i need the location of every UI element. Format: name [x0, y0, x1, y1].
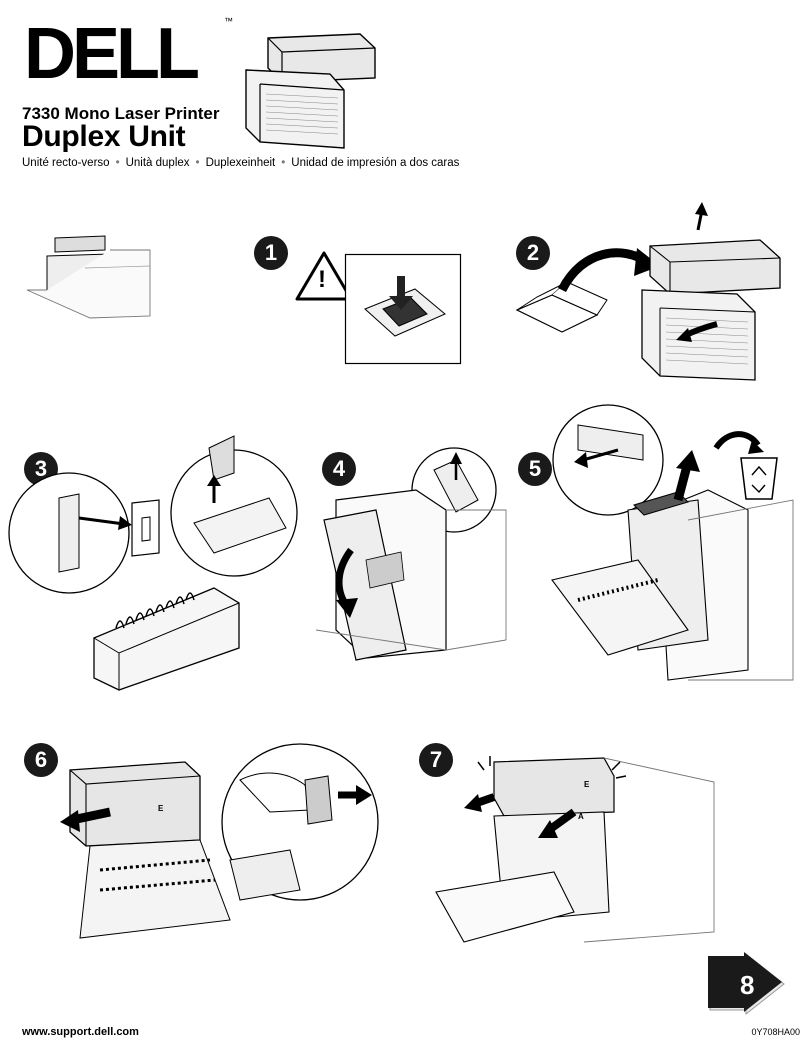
- step-1-power-switch-illustration: [344, 253, 462, 365]
- translation-es: Unidad de impresión a dos caras: [291, 157, 460, 169]
- logo-text: DELL: [24, 18, 198, 88]
- translation-de: Duplexeinheit: [205, 157, 276, 169]
- step-1-number: 1: [254, 236, 288, 270]
- step-6-insert-duplex-illustration: [60, 743, 379, 939]
- step-7-close-door-illustration: [435, 756, 715, 943]
- translation-fr: Unité recto-verso: [22, 157, 110, 169]
- warning-triangle-icon: [295, 251, 353, 301]
- separator: •: [195, 157, 200, 169]
- trademark: ™: [224, 16, 233, 26]
- step-3-remove-tape-illustration: [8, 435, 298, 691]
- separator: •: [115, 157, 120, 169]
- door-label-a: A: [578, 812, 584, 821]
- recycle-bin-icon: [740, 457, 778, 500]
- step-4-number: 4: [322, 452, 356, 486]
- translations: Unité recto-verso • Unità duplex • Duplexein…: [22, 157, 459, 169]
- duplex-unit-header-illustration: [245, 33, 376, 149]
- translation-it: Unità duplex: [125, 157, 190, 169]
- next-page-number[interactable]: 8: [740, 970, 755, 1000]
- dell-logo: DELL: [22, 18, 237, 88]
- model-name: 7330 Mono Laser Printer: [22, 104, 220, 123]
- warning-symbol: !: [318, 266, 326, 293]
- page-title: Duplex Unit: [22, 120, 186, 153]
- step-6-number: 6: [24, 743, 58, 777]
- document-code: 0Y708HA00: [751, 1027, 800, 1037]
- duplex-label-e: E: [158, 804, 164, 813]
- support-url[interactable]: www.support.dell.com: [22, 1026, 139, 1038]
- step-5-number: 5: [518, 452, 552, 486]
- next-arrow-icon[interactable]: [708, 952, 786, 1018]
- step-5-remove-packing-illustration: [551, 404, 794, 681]
- step-4-open-door-illustration: [315, 447, 507, 661]
- step-2-unpack-illustration: [515, 202, 781, 381]
- door-label-e: E: [584, 780, 590, 789]
- printer-overview-illustration: [26, 235, 151, 319]
- separator: •: [281, 157, 286, 169]
- step-7-number: 7: [419, 743, 453, 777]
- step-2-number: 2: [516, 236, 550, 270]
